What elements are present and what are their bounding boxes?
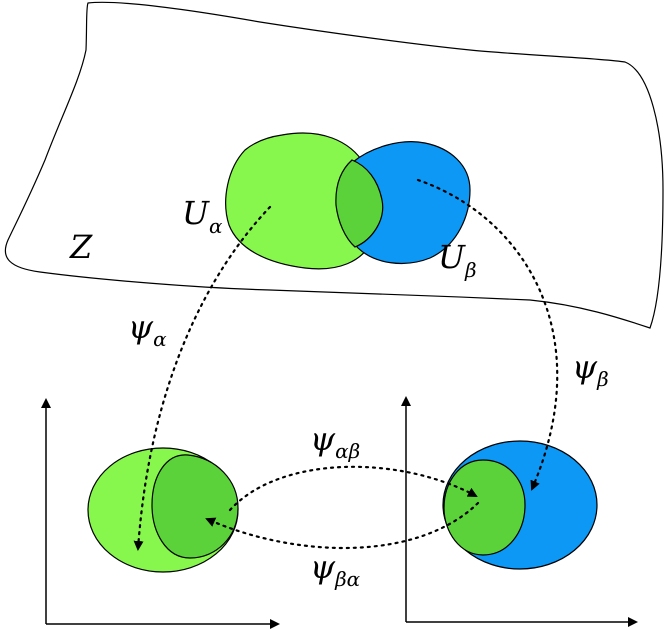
label-space-z: Z [69, 228, 93, 266]
arrow-psi-beta [416, 178, 559, 491]
label-u-alpha: Uα [182, 194, 223, 238]
label-psi-alpha: ψα [128, 308, 167, 351]
chart-overlap-beta [443, 459, 526, 556]
overlap-u-alpha-beta [335, 159, 384, 248]
label-u-beta: Uβ [438, 238, 477, 282]
arrow-psi-beta-alpha [205, 501, 480, 550]
label-psi-beta: ψβ [572, 348, 609, 391]
chart-overlap-alpha [151, 454, 239, 559]
label-psi-alpha-beta: ψαβ [310, 420, 360, 463]
arrow-psi-alpha [133, 205, 272, 551]
arrow-psi-alpha-beta [228, 465, 478, 512]
label-psi-beta-alpha: ψβα [310, 548, 361, 591]
